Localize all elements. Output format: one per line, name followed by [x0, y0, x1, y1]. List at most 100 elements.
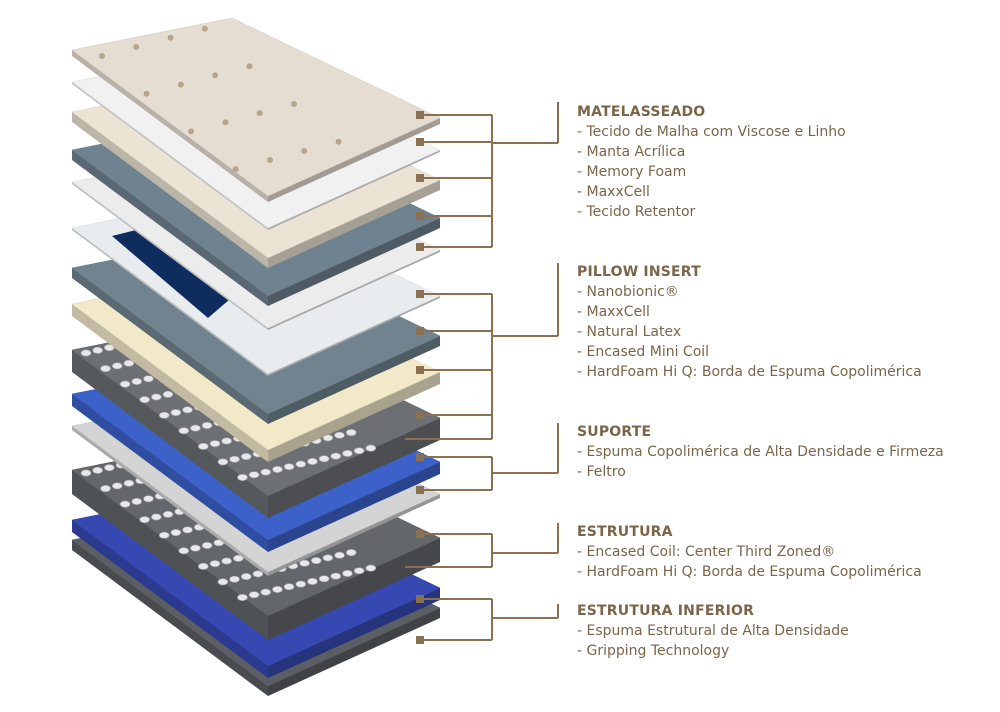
layer-quilted-top — [71, 17, 441, 202]
coil — [307, 577, 318, 585]
group-estrutura-inferior: ESTRUTURA INFERIOR - Espuma Estrutural d… — [577, 601, 849, 661]
layer-side — [72, 304, 268, 462]
coil — [248, 591, 260, 599]
group-title: ESTRUTURA INFERIOR — [577, 603, 755, 619]
layer-side — [72, 182, 268, 330]
layer-side — [72, 470, 268, 640]
layer-side — [268, 608, 440, 696]
coil — [92, 346, 103, 354]
quilt-tuft — [301, 147, 308, 154]
quilt-tuft — [256, 110, 263, 117]
coil — [209, 440, 221, 448]
coil — [151, 513, 162, 521]
group-item: - Tecido Retentor — [577, 204, 696, 220]
coil — [201, 541, 213, 549]
connector-group-2 — [405, 263, 559, 440]
quilt-tuft — [177, 81, 184, 88]
connector-dot — [416, 595, 424, 603]
quilt-tuft — [212, 72, 219, 79]
coil — [92, 466, 103, 474]
group-item: - Tecido de Malha com Viscose e Linho — [577, 124, 846, 140]
layer-side — [268, 218, 440, 306]
connector-dot — [416, 290, 424, 298]
group-item: - Gripping Technology — [577, 643, 730, 659]
coil — [365, 444, 377, 452]
connector-group-5 — [416, 595, 559, 644]
coil — [162, 510, 174, 518]
coil — [221, 557, 232, 565]
coil — [342, 449, 353, 457]
layer-side — [72, 150, 268, 306]
coil — [104, 344, 115, 352]
coil — [100, 365, 111, 373]
coil — [240, 453, 252, 461]
quilt-tuft — [143, 90, 150, 97]
group-item: - HardFoam Hi Q: Borda de Espuma Copolim… — [577, 364, 922, 380]
coil — [178, 547, 190, 555]
group-item: - Memory Foam — [577, 164, 687, 180]
quilt-tuft — [232, 166, 239, 173]
coil — [240, 573, 252, 581]
coil — [190, 424, 201, 432]
coil — [237, 593, 248, 601]
coil — [248, 471, 260, 479]
coil — [229, 575, 240, 583]
coil — [158, 531, 170, 539]
layer-side — [72, 228, 268, 376]
coil — [330, 452, 342, 460]
quilt-tuft — [267, 157, 273, 163]
coil — [260, 468, 272, 476]
quilt-tuft — [246, 63, 253, 70]
coil — [295, 580, 307, 588]
quilt-tuft — [222, 119, 229, 126]
coil — [158, 411, 170, 419]
layer-side — [268, 588, 440, 678]
coil — [178, 427, 190, 435]
group-item: - HardFoam Hi Q: Borda de Espuma Copolim… — [577, 564, 922, 580]
layer-side — [72, 112, 268, 268]
layer-side — [268, 372, 440, 462]
connector-dot — [416, 138, 424, 146]
coil — [190, 544, 201, 552]
coil — [182, 406, 193, 414]
coil — [123, 479, 135, 487]
layer-side — [72, 268, 268, 424]
connector-dot — [416, 111, 424, 119]
coil — [318, 455, 330, 463]
layer-side — [268, 118, 440, 202]
coil — [295, 460, 307, 468]
connector-dot — [416, 486, 424, 494]
layer-side — [268, 462, 440, 552]
coil — [100, 485, 111, 493]
layer-side — [268, 296, 440, 376]
coil — [221, 437, 232, 445]
coil — [334, 431, 345, 439]
coil — [80, 469, 92, 477]
coil — [217, 458, 229, 466]
coil — [334, 551, 345, 559]
coil — [131, 497, 143, 505]
coil — [229, 455, 240, 463]
group-matelasseado: MATELASSEADO - Tecido de Malha com Visco… — [577, 102, 846, 222]
coil — [139, 516, 150, 524]
coil — [307, 457, 318, 465]
layer-side — [72, 540, 268, 696]
coil — [209, 560, 221, 568]
connector-dot — [416, 636, 424, 644]
coil — [322, 554, 334, 562]
layer-side — [268, 336, 440, 424]
coil — [345, 429, 357, 437]
coil — [201, 421, 213, 429]
group-item: - Encased Mini Coil — [577, 344, 710, 360]
coil — [310, 557, 322, 565]
connector-dot — [416, 411, 424, 419]
coil — [162, 390, 174, 398]
quilt-tuft — [99, 53, 105, 59]
coil — [111, 482, 123, 490]
connector-dot — [416, 174, 424, 182]
coil — [170, 409, 182, 417]
coil — [119, 500, 131, 508]
coil — [330, 572, 342, 580]
coil — [318, 575, 330, 583]
